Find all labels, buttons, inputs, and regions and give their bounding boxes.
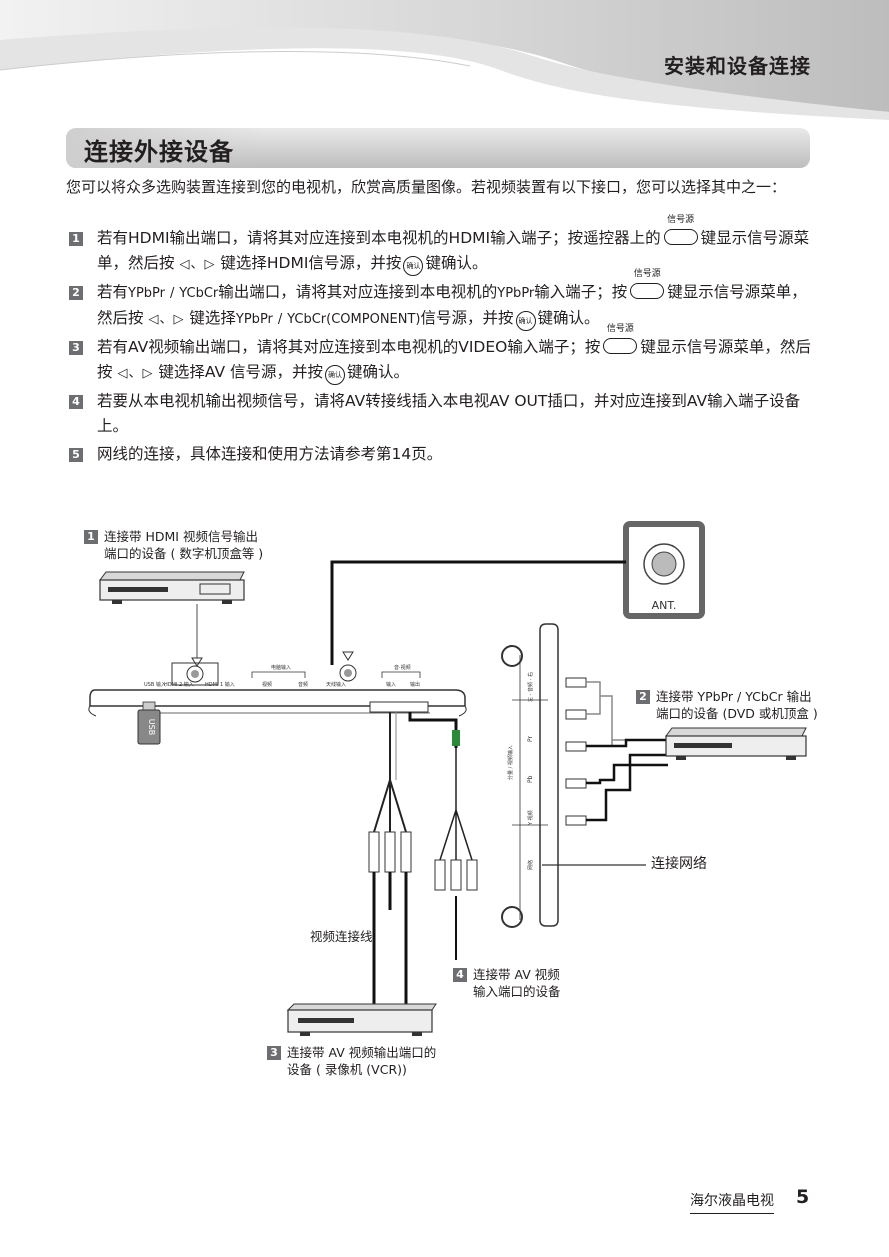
- svg-text:分量 / 视频输入: 分量 / 视频输入: [507, 745, 514, 780]
- list-item: 1 若有HDMI输出端口，请将其对应连接到本电视机的HDMI输入端子；按遥控器上…: [66, 215, 816, 277]
- list-item: 4 若要从本电视机输出视频信号，请将AV转接线插入本电视AV OUT插口，并对应…: [66, 389, 816, 439]
- left-right-arrow-icon: ◁、▷: [117, 366, 154, 381]
- page-number: 5: [796, 1186, 810, 1208]
- connection-diagram: ANT. USB 输入: [0, 480, 889, 1120]
- item-number: 2: [69, 286, 83, 300]
- section-title: 安装和设备连接: [664, 54, 811, 78]
- page-title: 连接外接设备: [84, 138, 234, 166]
- label-video-cable: 视频连接线: [310, 929, 373, 944]
- svg-text:网络: 网络: [527, 860, 534, 870]
- svg-text:HDMI 1 输入: HDMI 1 输入: [205, 681, 235, 688]
- svg-text:HDMI 2 输入: HDMI 2 输入: [164, 681, 194, 688]
- title-bar: [66, 128, 810, 168]
- dvd-player-device: [665, 727, 807, 760]
- source-key-icon: 信号源: [630, 269, 665, 299]
- svg-text:音频: 音频: [298, 681, 308, 688]
- usb-label: USB: [147, 719, 156, 735]
- av-output-cable: [408, 712, 478, 960]
- footer-brand: 海尔液晶电视: [690, 1190, 774, 1214]
- label-component-device: 2 连接带 YPbPr / YCbCr 输出 端口的设备 (DVD 或机顶盒 ): [636, 688, 818, 722]
- connection-diagram-graphic: ANT. USB 输入: [88, 521, 807, 1036]
- ok-key-icon: 确认: [325, 365, 346, 385]
- label-av-input-device: 4 连接带 AV 视频 输入端口的设备: [453, 966, 561, 1000]
- svg-text:左 - 音频 - 右: 左 - 音频 - 右: [527, 672, 534, 702]
- tv-bottom-panel: USB 输入 HDMI 2 输入 HDMI 1 输入 电脑输入 视频 音频 天线…: [88, 651, 467, 717]
- source-key-icon: 信号源: [603, 324, 638, 354]
- label-vcr-device: 3 连接带 AV 视频输出端口的 设备 ( 录像机 (VCR)): [267, 1044, 436, 1078]
- svg-text:输入: 输入: [386, 681, 396, 688]
- instruction-list: 1 若有HDMI输出端口，请将其对应连接到本电视机的HDMI输入端子；按遥控器上…: [66, 215, 816, 470]
- set-top-box-device: [99, 571, 245, 604]
- svg-text:输出: 输出: [410, 681, 420, 688]
- vcr-device: [286, 1003, 437, 1036]
- svg-text:Y 视频: Y 视频: [527, 810, 534, 826]
- svg-text:Pb: Pb: [527, 775, 534, 783]
- svg-text:天线输入: 天线输入: [326, 681, 346, 688]
- tv-side-panel: 左 - 音频 - 右 分量 / 视频输入 Pr Pb Y 视频 网络: [501, 623, 668, 928]
- list-item: 2 若有YPbPr / YCbCr输出端口，请将其对应连接到本电视机的YPbPr…: [66, 269, 816, 332]
- left-right-arrow-icon: ◁、▷: [148, 312, 185, 327]
- item-number: 5: [69, 448, 83, 462]
- label-network: 连接网络: [651, 856, 707, 872]
- antenna-box: ANT.: [623, 521, 705, 619]
- label-hdmi-device: 1 连接带 HDMI 视频信号输出 端口的设备 ( 数字机顶盒等 ): [84, 528, 263, 562]
- item-number: 1: [69, 232, 83, 246]
- list-item: 5 网线的连接，具体连接和使用方法请参考第14页。: [66, 442, 816, 467]
- svg-text:Pr: Pr: [527, 735, 534, 742]
- intro-paragraph: 您可以将众多选购装置连接到您的电视机，欣赏高质量图像。若视频装置有以下接口，您可…: [66, 178, 787, 196]
- svg-text:USB 输入: USB 输入: [144, 681, 166, 688]
- svg-text:视频: 视频: [262, 681, 272, 688]
- svg-text:音·视频: 音·视频: [394, 664, 411, 671]
- usb-stick-icon: USB: [137, 701, 161, 745]
- left-right-arrow-icon: ◁、▷: [179, 257, 216, 272]
- antenna-label: ANT.: [652, 599, 677, 612]
- list-item: 3 若有AV视频输出端口，请将其对应连接到本电视机的VIDEO输入端子；按信号源…: [66, 324, 816, 386]
- source-key-icon: 信号源: [663, 215, 698, 245]
- item-number: 3: [69, 341, 83, 355]
- ok-key-icon: 确认: [515, 311, 536, 331]
- svg-text:电脑输入: 电脑输入: [271, 664, 291, 671]
- header-wave-decoration: [0, 0, 889, 120]
- av-input-cable: [368, 712, 412, 1010]
- ok-key-icon: 确认: [403, 256, 424, 276]
- item-number: 4: [69, 395, 83, 409]
